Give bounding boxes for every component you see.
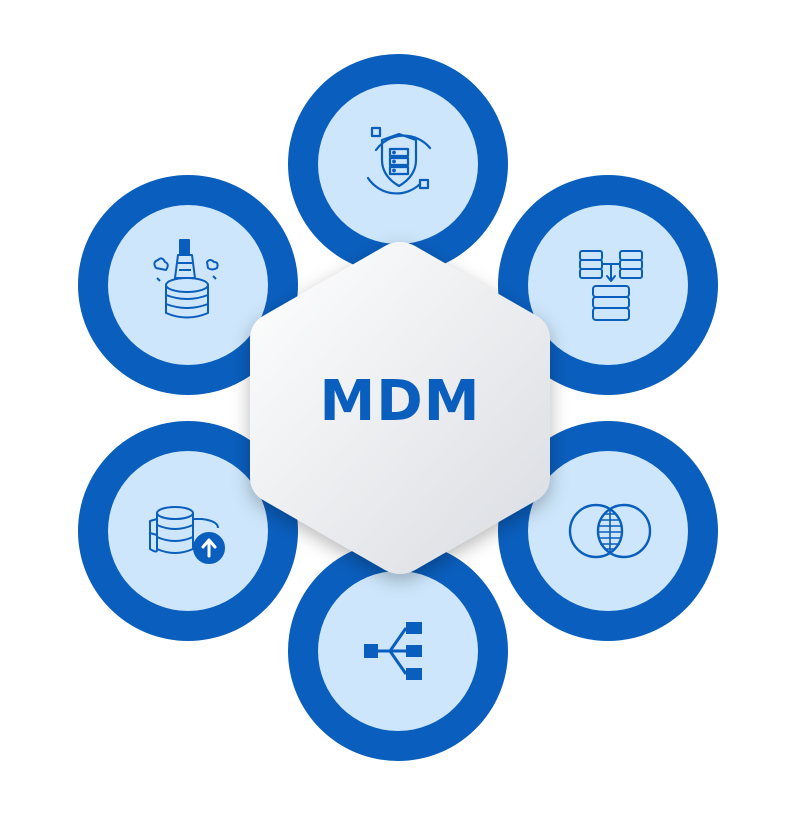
shield-database-icon bbox=[366, 126, 432, 195]
database-brush-icon bbox=[153, 239, 219, 319]
node-inner bbox=[528, 451, 688, 611]
node-inner bbox=[108, 205, 268, 365]
hub-label: MDM bbox=[319, 369, 481, 434]
database-merge-icon bbox=[579, 250, 643, 321]
mdm-hub bbox=[250, 242, 550, 574]
node-data-security bbox=[288, 54, 508, 274]
node-data-upload bbox=[78, 421, 298, 641]
venn-overlap-icon bbox=[568, 503, 652, 559]
node-data-merge bbox=[498, 175, 718, 395]
node-inner bbox=[108, 451, 268, 611]
database-upload-icon bbox=[149, 506, 225, 564]
hierarchy-tree-icon bbox=[364, 622, 422, 680]
node-data-cleansing bbox=[78, 175, 298, 395]
node-data-distribution bbox=[288, 541, 508, 761]
node-data-matching bbox=[498, 421, 718, 641]
hub-hexagon bbox=[250, 242, 550, 574]
